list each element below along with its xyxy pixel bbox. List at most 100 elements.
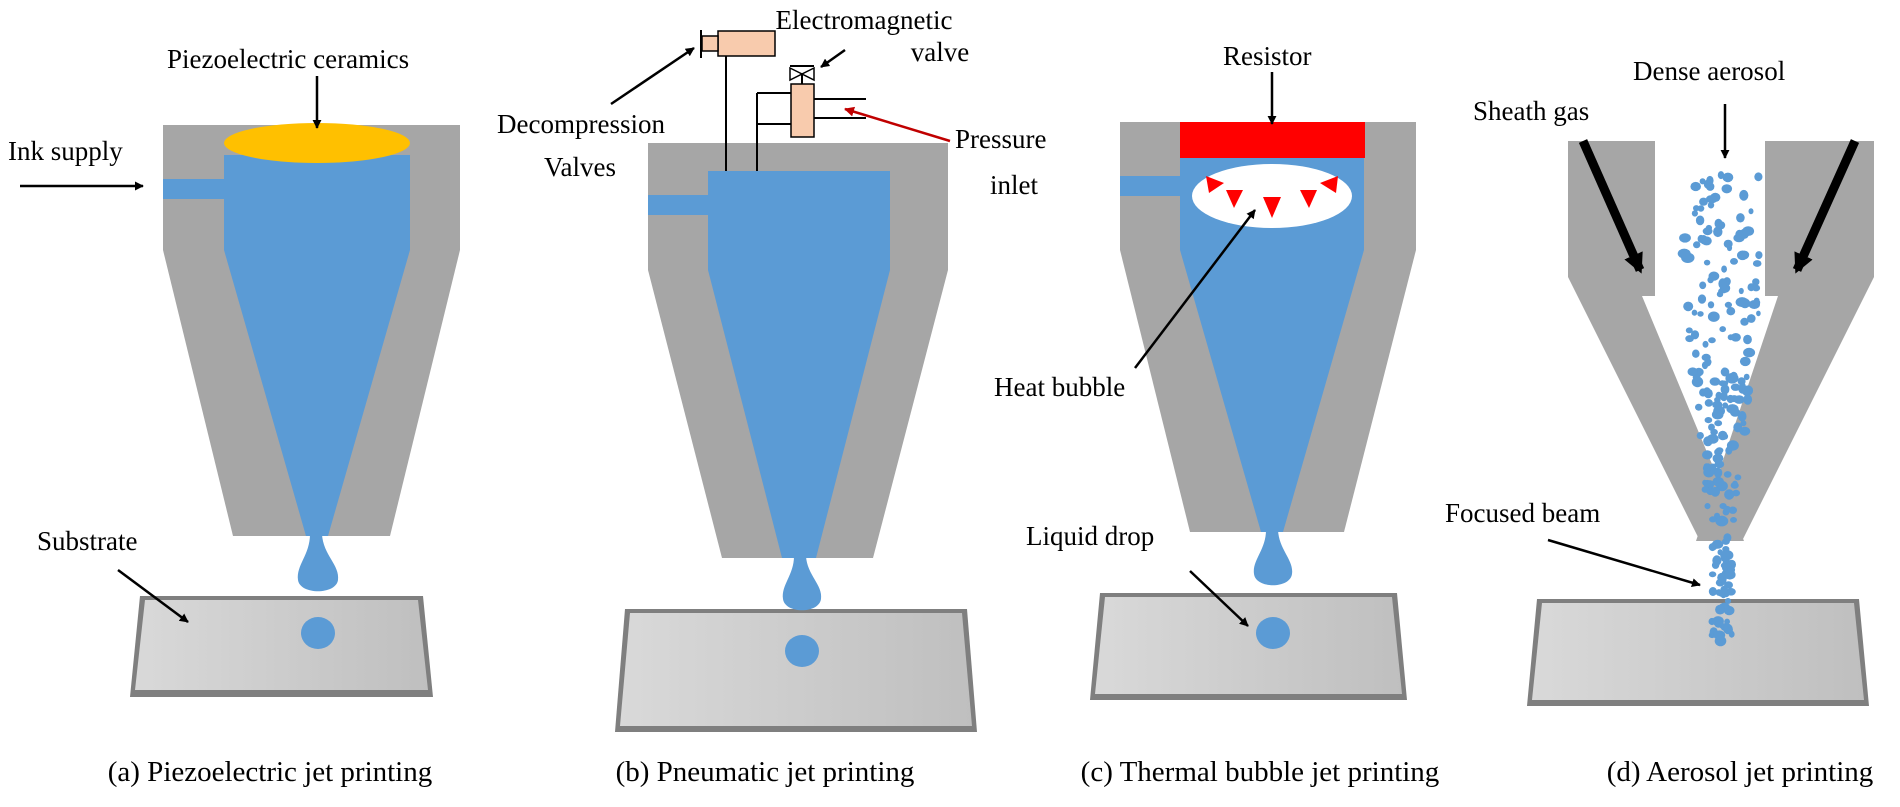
label-dense-aerosol: Dense aerosol	[1633, 56, 1785, 86]
aerosol-particle	[1755, 251, 1763, 260]
label-inlet: inlet	[990, 170, 1038, 200]
ink-droplet-forming	[782, 556, 822, 611]
resistor-heater	[1180, 122, 1365, 158]
substrate	[615, 609, 977, 732]
aerosol-particle	[1706, 175, 1714, 186]
aerosol-particle	[1709, 463, 1717, 472]
aerosol-particle	[1714, 460, 1725, 469]
piezoelectric-ceramic-disc	[224, 123, 410, 163]
aerosol-particle	[1721, 265, 1727, 273]
aerosol-particle	[1748, 208, 1754, 215]
label-valves: Valves	[544, 152, 616, 182]
aerosol-particle	[1712, 616, 1724, 627]
aerosol-particle	[1743, 394, 1753, 405]
label-pressure: Pressure	[955, 124, 1046, 154]
arrow-focused-beam	[1547, 538, 1701, 588]
label-heat-bubble: Heat bubble	[994, 372, 1125, 402]
aerosol-particle	[1704, 357, 1712, 367]
ink-dot-on-substrate	[301, 617, 335, 649]
aerosol-particle	[1742, 226, 1755, 237]
aerosol-particle	[1715, 515, 1729, 527]
aerosol-particle	[1718, 589, 1725, 597]
decompression-valve	[700, 30, 776, 58]
aerosol-particle	[1702, 340, 1709, 348]
ink-dot-on-substrate	[1256, 617, 1290, 649]
aerosol-particle	[1743, 373, 1750, 381]
aerosol-particle	[1697, 311, 1704, 317]
aerosol-particle	[1743, 347, 1756, 358]
caption-d: (d) Aerosol jet printing	[1607, 756, 1874, 788]
heat-bubble-markers	[1206, 176, 1338, 218]
ink-reservoir	[224, 155, 410, 536]
aerosol-particle	[1703, 387, 1711, 395]
aerosol-particle	[1737, 411, 1747, 422]
aerosol-particle	[1739, 298, 1751, 309]
aerosol-particle	[1733, 233, 1745, 243]
aerosol-particle	[1690, 181, 1701, 192]
aerosol-particle	[1712, 555, 1722, 566]
aerosol-particle	[1704, 503, 1711, 510]
aerosol-particle	[1726, 307, 1736, 316]
aerosol-particle	[1714, 635, 1727, 647]
aerosol-particle	[1713, 467, 1723, 478]
aerosol-particle	[1701, 486, 1710, 493]
aerosol-particle	[1702, 450, 1713, 460]
aerosol-particle	[1721, 380, 1729, 387]
aerosol-particle	[1736, 213, 1745, 223]
aerosol-particle	[1743, 334, 1752, 345]
aerosol-particle	[1730, 383, 1741, 391]
arrow-liquid-drop	[1189, 570, 1249, 627]
arrow-sheath-gas-left	[1578, 139, 1645, 274]
aerosol-particle	[1708, 337, 1716, 344]
aerosol-particle	[1718, 430, 1728, 441]
aerosol-particle	[1756, 310, 1761, 317]
aerosol-particle	[1723, 533, 1732, 543]
aerosol-particle	[1709, 377, 1721, 386]
aerosol-particle	[1726, 394, 1735, 404]
substrate	[1090, 593, 1407, 700]
aerosol-particle	[1730, 517, 1737, 523]
aerosol-particle	[1754, 172, 1763, 182]
aerosol-particle	[1691, 309, 1698, 316]
panel-a: Piezoelectric ceramics Ink supply Substr…	[8, 44, 460, 788]
aerosol-particle	[1752, 260, 1762, 267]
aerosol-particle	[1705, 195, 1716, 203]
electromagnetic-valve	[789, 65, 815, 138]
nozzle-body	[1568, 141, 1874, 541]
aerosol-particle	[1723, 505, 1731, 512]
aerosol-particle	[1703, 436, 1713, 447]
aerosol-particle	[1724, 301, 1732, 308]
aerosol-particle	[1705, 463, 1711, 470]
aerosol-particle	[1726, 440, 1739, 451]
aerosol-particle	[1720, 562, 1728, 569]
aerosol-particle	[1695, 215, 1705, 226]
aerosol-particle	[1693, 241, 1701, 249]
aerosol-particle	[1677, 248, 1691, 259]
aerosol-particle	[1753, 298, 1761, 307]
ink-dot-on-substrate	[785, 635, 819, 667]
ink-droplet-forming	[1253, 530, 1293, 586]
aerosol-particle	[1728, 630, 1735, 638]
aerosol-particle	[1737, 250, 1748, 261]
aerosol-particle	[1685, 327, 1693, 334]
aerosol-particle	[1704, 417, 1713, 424]
aerosol-particle	[1738, 287, 1744, 295]
aerosol-particle	[1740, 317, 1749, 326]
label-liquid-drop: Liquid drop	[1026, 521, 1154, 551]
arrow-sheath-gas-right	[1792, 139, 1860, 274]
aerosol-particle	[1730, 408, 1741, 417]
aerosol-particle	[1707, 301, 1715, 309]
aerosol-particle	[1708, 617, 1716, 626]
aerosol-particle	[1714, 218, 1723, 229]
label-substrate: Substrate	[37, 526, 138, 556]
aerosol-particle	[1712, 476, 1724, 487]
arrow-substrate	[117, 568, 189, 624]
aerosol-particle	[1724, 569, 1736, 580]
arrow-decompression-valves	[610, 46, 695, 106]
aerosol-particle	[1730, 258, 1738, 265]
aerosol-particle	[1739, 189, 1749, 201]
aerosol-particle	[1683, 301, 1694, 312]
aerosol-particle	[1715, 447, 1724, 454]
aerosol-particle	[1724, 618, 1730, 625]
